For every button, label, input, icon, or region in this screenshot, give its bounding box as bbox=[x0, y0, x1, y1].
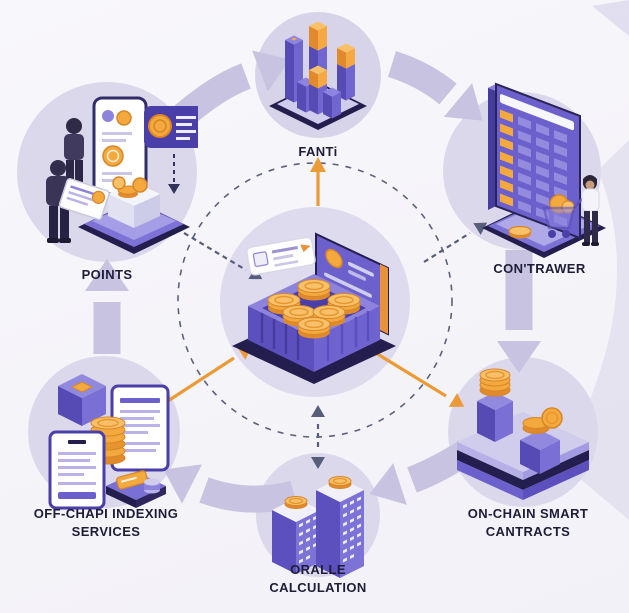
document-left bbox=[48, 430, 106, 510]
node-label-offchapi: OFF-CHAPI INDEXING SERVICES bbox=[33, 506, 179, 539]
connector-points-hub bbox=[183, 232, 247, 271]
node-label-onchain: ON-CHAIN SMART CANTRACTS bbox=[467, 506, 589, 539]
id-card-icon bbox=[246, 236, 316, 276]
coin-tray bbox=[248, 274, 380, 380]
arrow-fanti-to-contrawer bbox=[387, 51, 457, 105]
shopper-person bbox=[581, 175, 600, 246]
ledger-tower-shopper-cart-icon bbox=[482, 82, 606, 258]
person-back bbox=[64, 118, 84, 186]
document-right bbox=[110, 384, 170, 472]
bar-tall-left bbox=[285, 35, 303, 103]
coin-box-pedestal bbox=[78, 176, 190, 254]
dashed-down-arrow-icon bbox=[168, 154, 180, 194]
connector-hub-onchain bbox=[365, 345, 447, 398]
node-label-points: POINTS bbox=[81, 267, 133, 282]
coin-card-icon bbox=[144, 106, 198, 148]
bar-small-right bbox=[323, 87, 341, 119]
isometric-bar-chart-icon bbox=[269, 21, 367, 130]
ledger-coin-cells bbox=[500, 109, 513, 207]
tower-left bbox=[272, 496, 320, 574]
people-phone-coin-box-icon bbox=[46, 96, 198, 254]
data-towers-coins-icon bbox=[272, 476, 364, 578]
slate-connectors bbox=[183, 232, 471, 450]
dashed-orbit-circle bbox=[177, 162, 453, 438]
phone-icon bbox=[92, 96, 148, 196]
coin-blocks-platform-icon bbox=[457, 368, 589, 500]
back-cube bbox=[58, 374, 106, 426]
background-swoosh bbox=[560, 140, 629, 520]
front-tray bbox=[106, 470, 166, 508]
connector-hub-contrawer bbox=[423, 232, 471, 263]
node-label-oralle: ORALLE CALCULATION bbox=[269, 562, 367, 595]
node-label-contrawer: CON'TRAWER bbox=[493, 261, 586, 276]
outer-cycle-arrowheads bbox=[85, 50, 541, 505]
corner-wedge bbox=[592, 0, 629, 36]
tower-right bbox=[316, 476, 364, 578]
tray-slats-left bbox=[260, 313, 300, 360]
coin-block-left bbox=[477, 368, 513, 442]
receipt-paper-icon bbox=[58, 178, 110, 221]
coin-stacks bbox=[267, 279, 361, 339]
coin-block-right bbox=[520, 407, 563, 474]
documents-coin-stack-icon bbox=[48, 374, 170, 510]
platform-coin bbox=[508, 225, 532, 239]
coin-tray-ledger-icon bbox=[232, 232, 396, 384]
node-label-fanti: FANTi bbox=[298, 144, 338, 159]
arrow-oralle-to-offchapi bbox=[199, 477, 298, 513]
shopping-cart-icon bbox=[542, 194, 583, 238]
tray-slats-right bbox=[326, 311, 370, 361]
coin-stack bbox=[90, 416, 126, 465]
